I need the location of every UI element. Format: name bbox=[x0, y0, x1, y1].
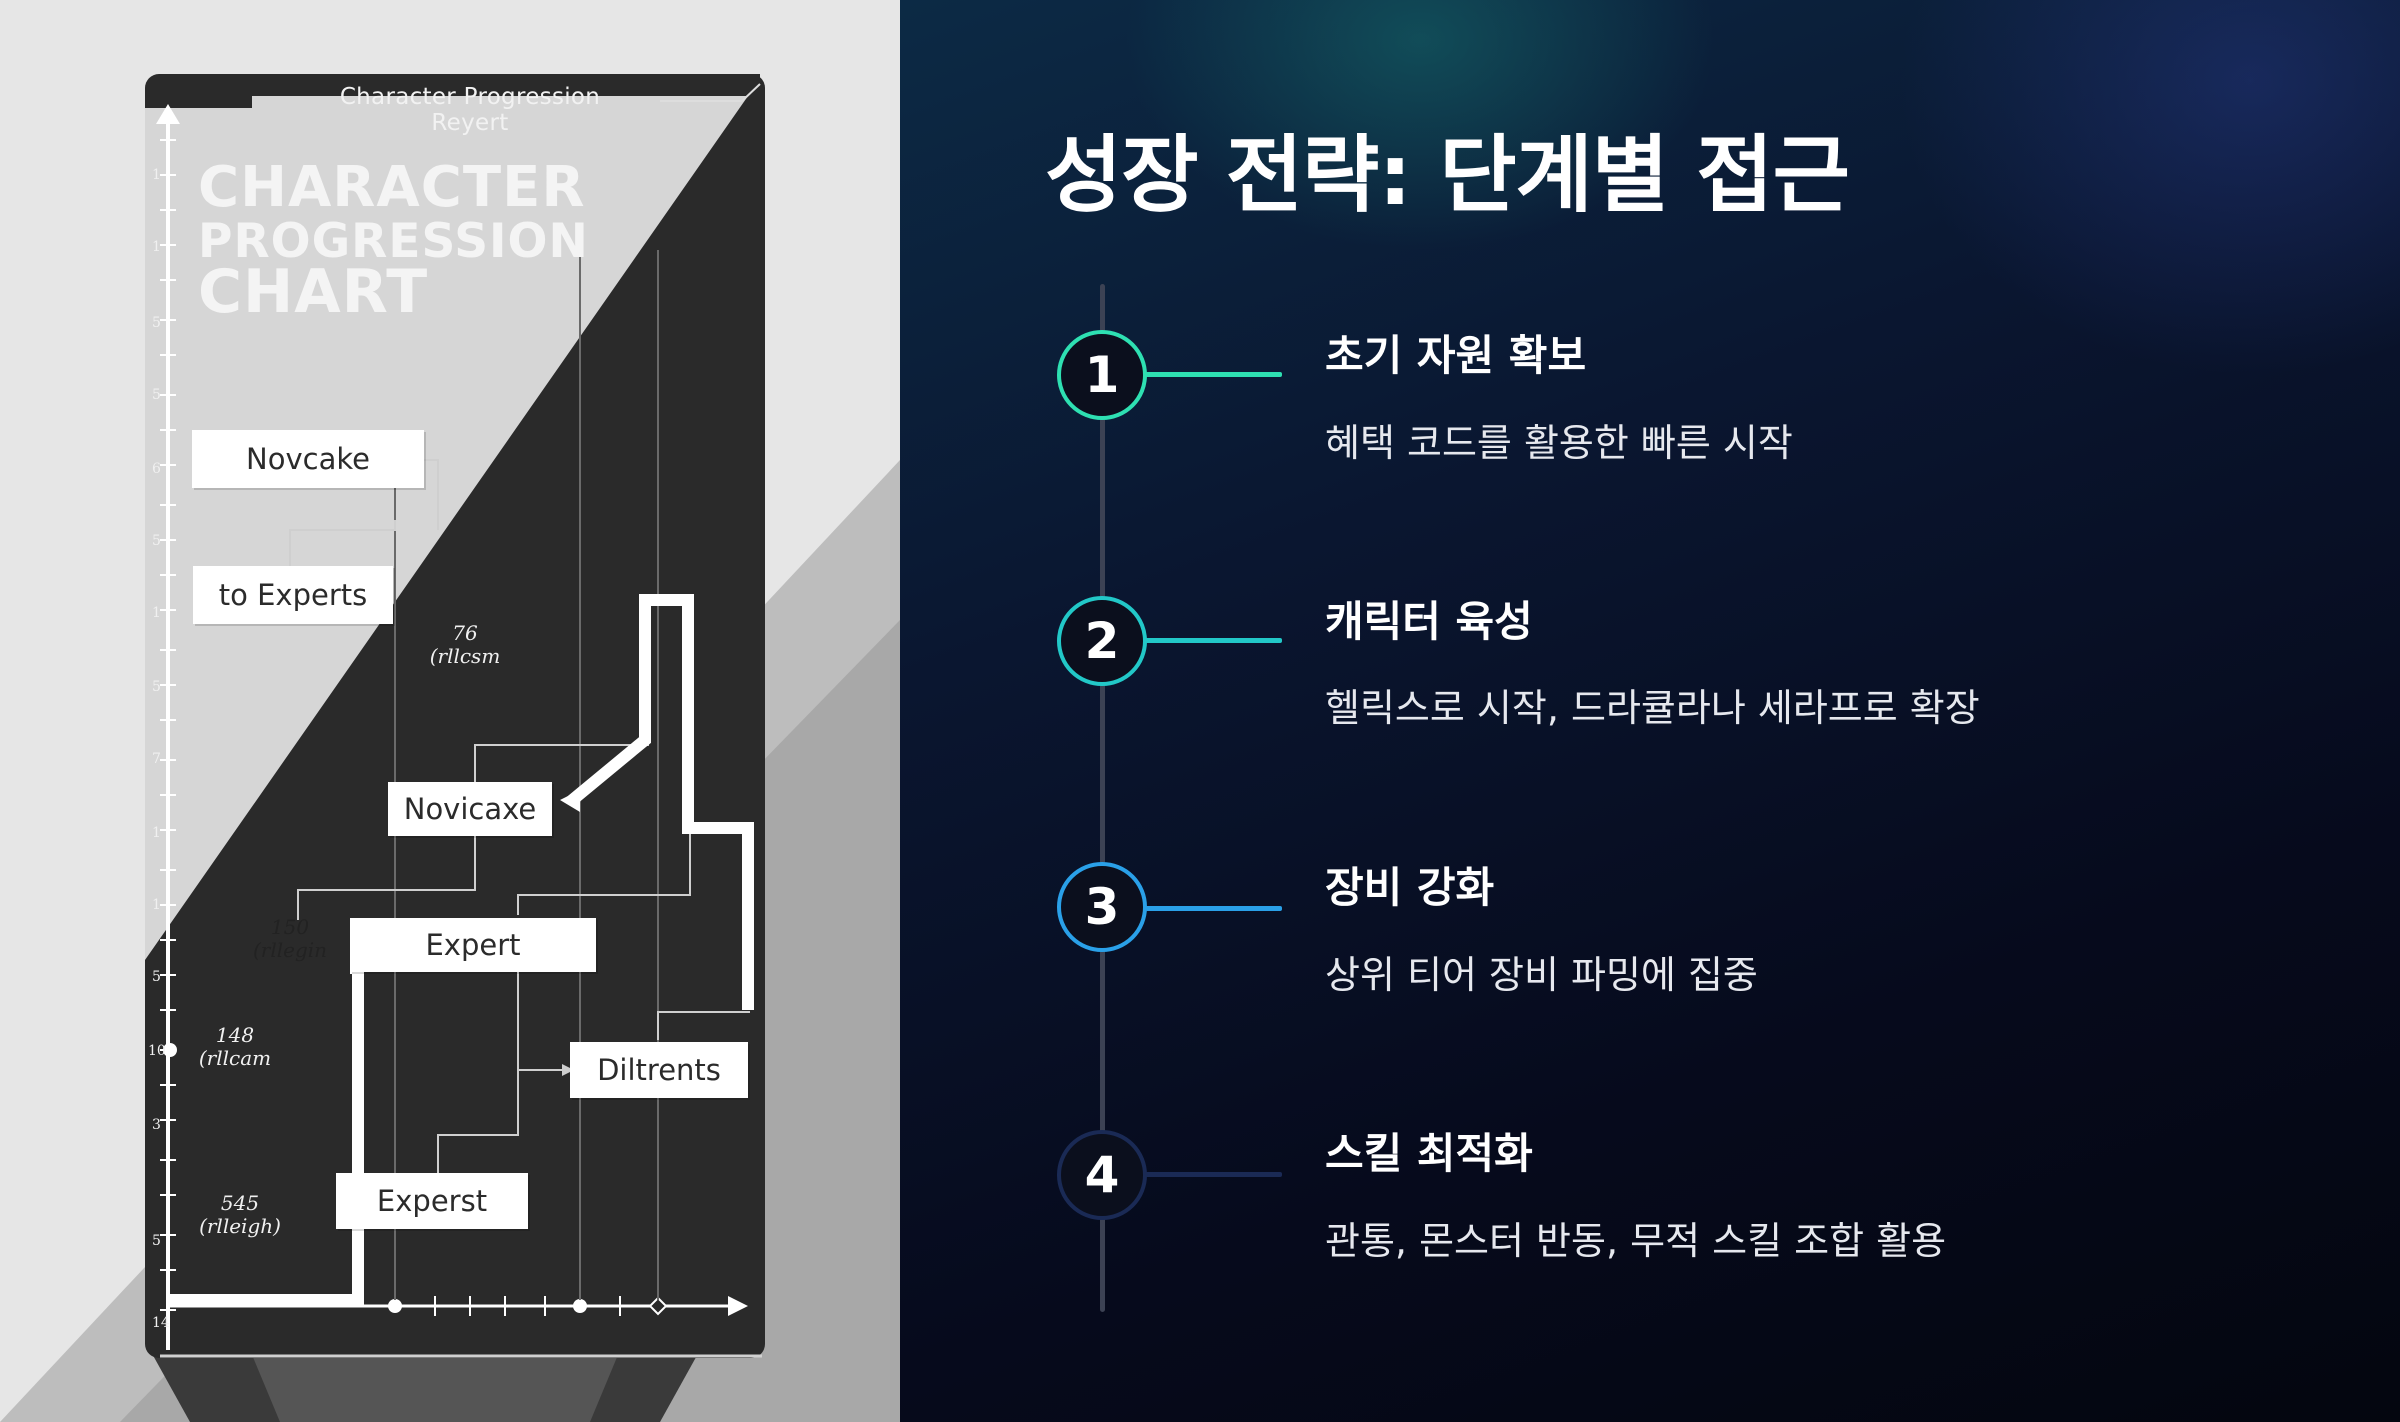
annotation-545-value: 545 bbox=[220, 1191, 260, 1215]
node-novcake: Novcake bbox=[192, 430, 424, 488]
poster-header-text: Character Progression Reyert bbox=[339, 84, 601, 136]
tick-label: 7 bbox=[152, 751, 161, 767]
tick-label: 5 bbox=[152, 1233, 161, 1249]
poster-header-strip bbox=[252, 74, 760, 96]
tick-label: 10 bbox=[148, 1043, 166, 1059]
annotation-150-value: 150 bbox=[270, 915, 310, 939]
tick-label: 1 bbox=[152, 239, 161, 255]
step-2-title: 캐릭터 육성 bbox=[1325, 597, 1533, 646]
path-arrowhead bbox=[560, 790, 580, 812]
step-3-description: 상위 티어 장비 파밍에 집중 bbox=[1325, 953, 1758, 997]
step-1-description: 혜택 코드를 활용한 빠른 시작 bbox=[1325, 421, 1793, 465]
x-axis-ticks bbox=[434, 1296, 621, 1316]
y-axis-marker bbox=[163, 1043, 177, 1057]
annotation-148: 148 (rllcam bbox=[190, 1024, 280, 1070]
x-axis-marker-3 bbox=[648, 1296, 668, 1316]
tick-label: 3 bbox=[152, 1117, 161, 1133]
tick-label: 14 bbox=[152, 1315, 170, 1331]
step-2-number: 2 bbox=[1057, 596, 1147, 686]
annotation-150: 150 (rllegin bbox=[245, 916, 335, 962]
tick-label: 5 bbox=[152, 315, 161, 331]
grid-verticals bbox=[394, 250, 659, 1300]
poster-artwork bbox=[0, 74, 900, 1422]
poster-title-line3: CHART bbox=[198, 257, 429, 327]
poster-shadow-inner bbox=[250, 1350, 620, 1422]
step-1-number: 1 bbox=[1057, 330, 1147, 420]
step-2-connector bbox=[1145, 638, 1282, 643]
node-novicaxe: Novicaxe bbox=[388, 782, 552, 836]
tick-label: 5 bbox=[152, 387, 161, 403]
annotation-76: 76 (rllcsm bbox=[420, 622, 510, 668]
tick-label: 1 bbox=[152, 167, 161, 183]
x-axis-marker-1 bbox=[388, 1299, 402, 1313]
step-4-number: 4 bbox=[1057, 1130, 1147, 1220]
annotation-148-label: (rllcam bbox=[198, 1046, 272, 1070]
step-4-connector bbox=[1145, 1172, 1282, 1177]
x-axis-marker-2 bbox=[573, 1299, 587, 1313]
tick-label: 6 bbox=[152, 461, 161, 477]
step-1-title: 초기 자원 확보 bbox=[1325, 331, 1587, 380]
annotation-148-value: 148 bbox=[215, 1023, 255, 1047]
poster-title-line1: CHARACTER bbox=[198, 155, 586, 220]
tick-label: 1 bbox=[152, 825, 161, 841]
step-4-title: 스킬 최적화 bbox=[1325, 1129, 1533, 1178]
poster-light-wedge bbox=[145, 96, 748, 960]
node-experst: Experst bbox=[336, 1173, 528, 1229]
annotation-150-label: (rllegin bbox=[252, 938, 328, 962]
tick-label: 1 bbox=[152, 897, 161, 913]
step-3-connector bbox=[1145, 906, 1282, 911]
tick-label: 5 bbox=[152, 969, 161, 985]
poster-title-line2: PROGRESSION bbox=[198, 214, 589, 269]
diltrents-arrowhead bbox=[562, 1064, 574, 1076]
node-diltrents: Diltrents bbox=[570, 1042, 748, 1098]
x-axis-arrow bbox=[728, 1296, 748, 1316]
header-rule-tail bbox=[741, 83, 761, 102]
node-to-experts: to Experts bbox=[193, 566, 393, 624]
node-expert: Expert bbox=[350, 918, 596, 972]
step-3-number: 3 bbox=[1057, 862, 1147, 952]
character-progression-poster: Character Progression Reyert CHARACTER P… bbox=[0, 0, 900, 1422]
annotation-545-label: (rlleigh) bbox=[199, 1214, 281, 1238]
annotation-76-label: (rllcsm bbox=[429, 644, 501, 668]
tick-label: 5 bbox=[152, 679, 161, 695]
step-1-connector bbox=[1145, 372, 1282, 377]
step-4-description: 관통, 몬스터 반동, 무적 스킬 조합 활용 bbox=[1325, 1219, 1947, 1263]
tick-label: 1 bbox=[152, 605, 161, 621]
y-axis-ticks bbox=[160, 139, 176, 1311]
annotation-545: 545 (rlleigh) bbox=[195, 1192, 285, 1238]
step-2-description: 헬릭스로 시작, 드라큘라나 세라프로 확장 bbox=[1325, 686, 1980, 730]
y-axis-arrow bbox=[156, 104, 180, 124]
step-3-title: 장비 강화 bbox=[1325, 863, 1495, 912]
tick-label: 5 bbox=[152, 533, 161, 549]
annotation-76-value: 76 bbox=[452, 621, 478, 645]
slide-heading: 성장 전략: 단계별 접근 bbox=[1045, 126, 1850, 224]
growth-strategy-slide: 성장 전략: 단계별 접근 1 초기 자원 확보 혜택 코드를 활용한 빠른 시… bbox=[900, 0, 2400, 1422]
timeline-line bbox=[1100, 284, 1105, 1312]
